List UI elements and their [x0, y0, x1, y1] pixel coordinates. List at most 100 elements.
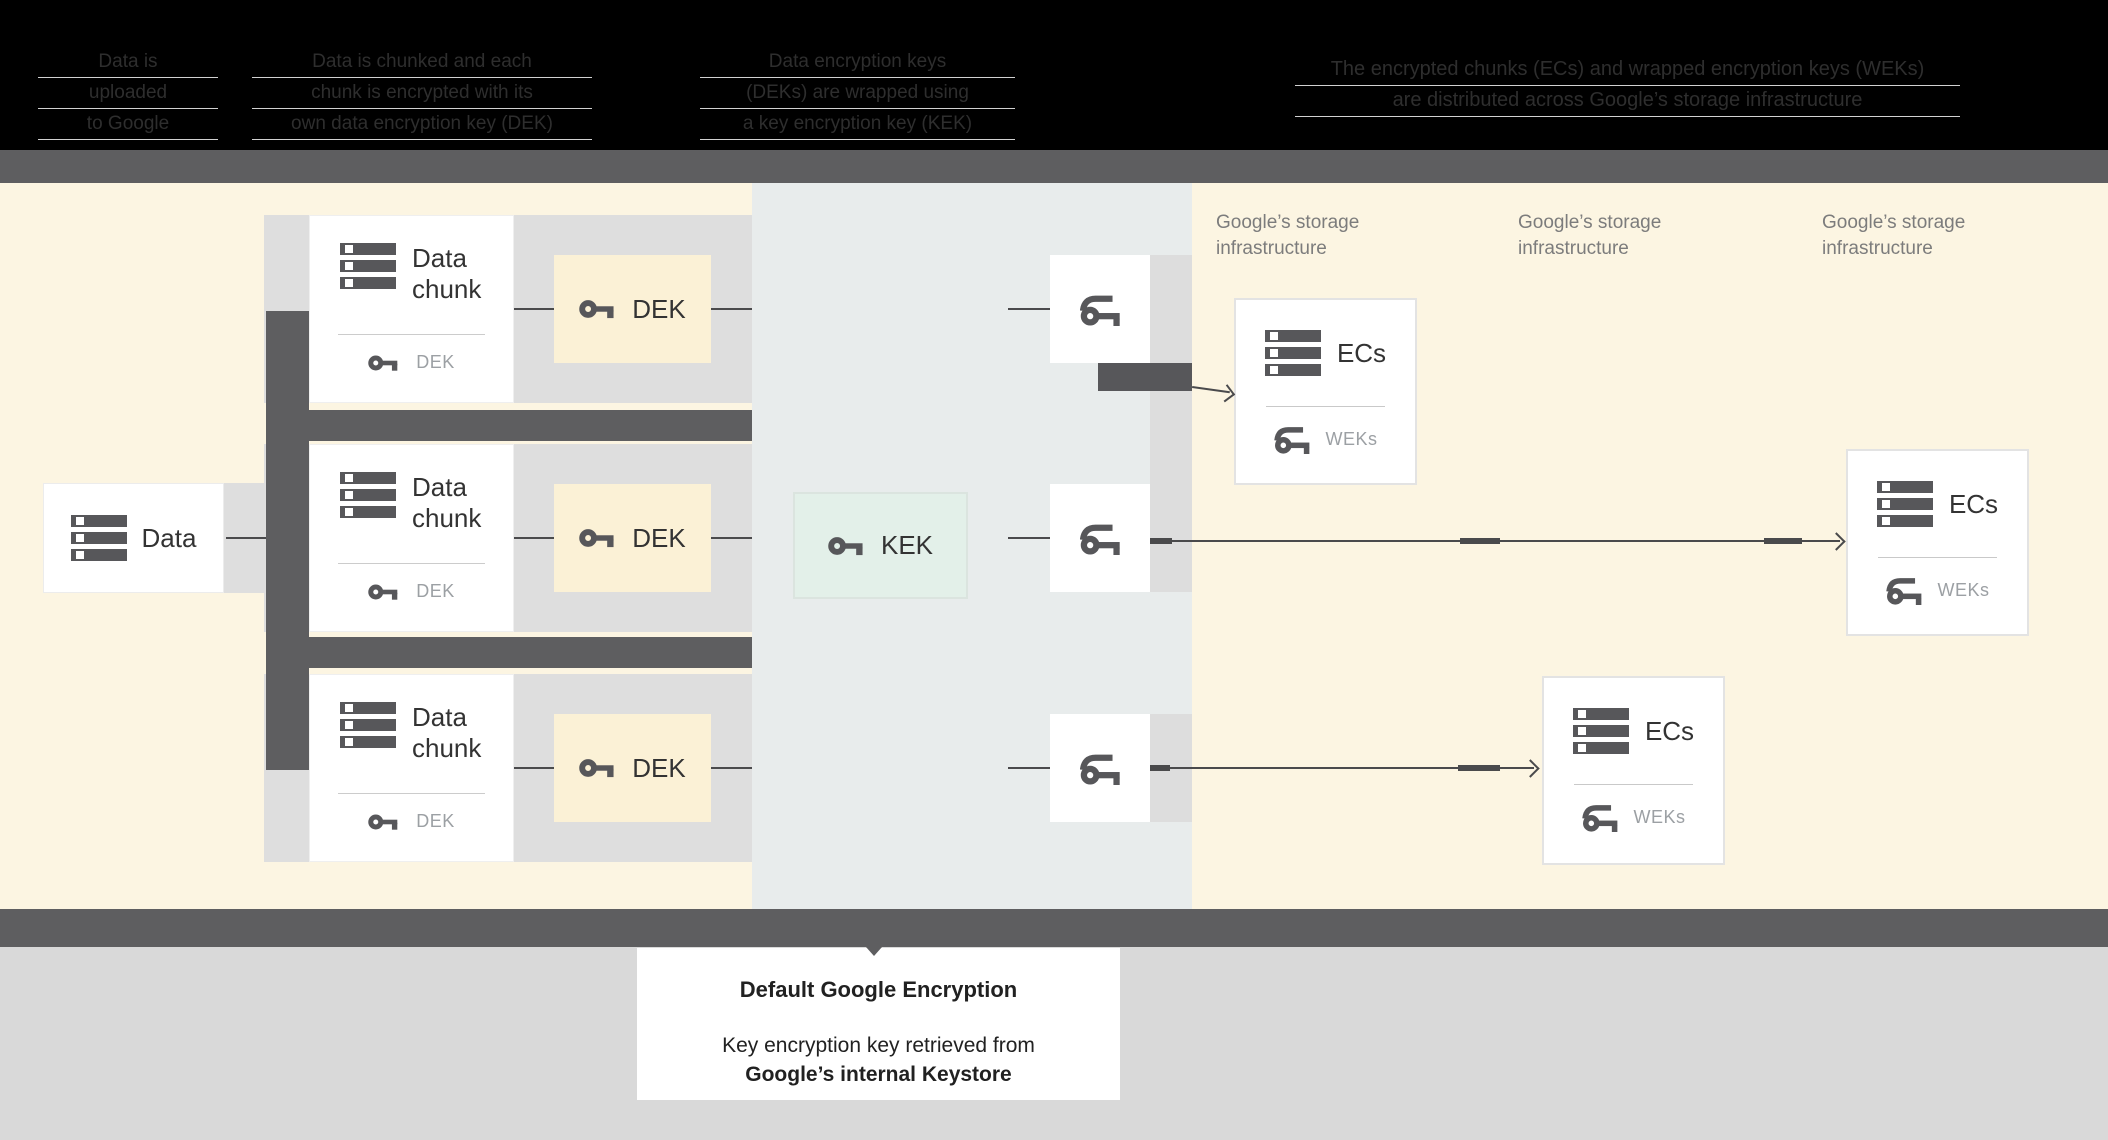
key-icon — [368, 355, 398, 371]
storage-label-line-1: Google’s storage — [1518, 212, 1662, 233]
line-dek1-out — [711, 308, 752, 310]
ecs-box: ECs WEKs — [1846, 449, 2029, 636]
divider-line — [1878, 557, 1997, 558]
weks-label: WEKs — [1633, 806, 1686, 827]
data-box: Data — [43, 483, 224, 593]
header-step-4-line-1: The encrypted chunks (ECs) and wrapped e… — [1295, 55, 1960, 86]
header-step-2: Data is chunked and each chunk is encryp… — [252, 47, 592, 140]
weks-label: WEKs — [1325, 428, 1378, 449]
wrapped-key-box — [1050, 484, 1150, 592]
data-chunk-box: Data chunk DEK — [309, 444, 514, 632]
line-chunk3-to-dek3 — [514, 767, 554, 769]
data-chunk-title: Data chunk — [412, 702, 482, 763]
header-step-2-line-1: Data is chunked and each — [252, 47, 592, 78]
storage-label-line-1: Google’s storage — [1822, 212, 1966, 233]
wrapped-key-icon — [1582, 805, 1618, 832]
ecs-box: ECs WEKs — [1234, 298, 1417, 485]
wek-flow-bar-row-1 — [1098, 363, 1192, 391]
storage-infrastructure-label-1: Google’s storage infrastructure — [1216, 210, 1359, 262]
caption-title: Default Google Encryption — [739, 977, 1018, 1002]
line-chunk2-to-dek2 — [514, 537, 554, 539]
chunk-tree-branch-2 — [266, 637, 752, 668]
arrow-thick-segment — [1150, 538, 1172, 544]
wrapped-key-icon — [1886, 578, 1922, 605]
key-icon — [368, 814, 398, 830]
wrapped-key-icon — [1274, 427, 1310, 454]
header-band: Data is uploaded to Google Data is chunk… — [0, 0, 2108, 150]
chunk-key-label: DEK — [416, 581, 455, 601]
arrow-thick-segment — [1460, 538, 1500, 544]
storage-label-line-1: Google’s storage — [1216, 212, 1360, 233]
storage-icon — [340, 243, 396, 289]
dek-box: DEK — [554, 714, 711, 822]
kek-box: KEK — [793, 492, 968, 599]
divider-line — [338, 334, 485, 335]
wrapped-key-icon — [1080, 754, 1120, 785]
ecs-label: ECs — [1644, 715, 1695, 746]
divider-line — [338, 793, 485, 794]
line-into-wrapped-key-3 — [1008, 767, 1050, 769]
header-step-3-line-2: (DEKs) are wrapped using — [700, 78, 1015, 109]
ecs-label: ECs — [1336, 337, 1387, 368]
divider-line — [338, 563, 485, 564]
arrow-thick-segment — [1458, 765, 1500, 771]
data-chunk-title: Data chunk — [412, 472, 482, 533]
chunk-tree-trunk — [266, 311, 309, 770]
wrapped-key-icon — [1080, 295, 1120, 326]
divider-line — [1574, 784, 1693, 785]
wrapped-key-box — [1050, 255, 1150, 363]
data-chunk-title: Data chunk — [412, 243, 482, 304]
storage-icon — [1876, 481, 1933, 527]
weks-label: WEKs — [1937, 579, 1990, 600]
dek-label: DEK — [632, 752, 686, 783]
ecs-label: ECs — [1948, 488, 1999, 519]
header-step-4-line-2: are distributed across Google’s storage … — [1295, 86, 1960, 117]
divider-band-top — [0, 150, 2108, 183]
line-into-wrapped-key-1 — [1008, 308, 1050, 310]
line-dek2-out — [711, 537, 752, 539]
key-icon — [579, 300, 614, 319]
data-box-label: Data — [141, 522, 197, 553]
dek-box: DEK — [554, 484, 711, 592]
header-step-1-line-1: Data is — [38, 47, 218, 78]
line-chunk1-to-dek1 — [514, 308, 554, 310]
header-step-1-line-3: to Google — [38, 109, 218, 140]
divider-line — [1266, 406, 1385, 407]
chunk-key-label: DEK — [416, 352, 455, 372]
line-data-to-trunk — [226, 537, 266, 539]
header-step-2-line-3: own data encryption key (DEK) — [252, 109, 592, 140]
key-icon — [828, 536, 863, 555]
key-icon — [579, 759, 614, 778]
caption-line-1: Key encryption key retrieved from — [722, 1034, 1035, 1057]
kek-label: KEK — [880, 530, 934, 560]
data-chunk-box: Data chunk DEK — [309, 674, 514, 862]
storage-icon — [1572, 708, 1629, 754]
header-step-1-line-2: uploaded — [38, 78, 218, 109]
line-dek3-out — [711, 767, 752, 769]
header-step-2-line-2: chunk is encrypted with its — [252, 78, 592, 109]
arrow-head-icon — [1217, 383, 1236, 402]
chunk-tree-branch-1 — [266, 410, 752, 441]
storage-icon — [340, 702, 396, 748]
data-chunk-box: Data chunk DEK — [309, 215, 514, 403]
header-step-3-line-1: Data encryption keys — [700, 47, 1015, 78]
dek-label: DEK — [632, 293, 686, 324]
caption-box: Default Google Encryption Key encryption… — [637, 948, 1120, 1100]
storage-label-line-2: infrastructure — [1518, 238, 1629, 259]
storage-icon — [70, 515, 127, 561]
dek-box: DEK — [554, 255, 711, 363]
storage-infrastructure-label-3: Google’s storage infrastructure — [1822, 210, 1965, 262]
header-step-1: Data is uploaded to Google — [38, 47, 218, 140]
header-step-3-line-3: a key encryption key (KEK) — [700, 109, 1015, 140]
storage-label-line-2: infrastructure — [1822, 238, 1933, 259]
header-step-4: The encrypted chunks (ECs) and wrapped e… — [1295, 55, 1960, 117]
dek-label: DEK — [632, 522, 686, 553]
key-icon — [368, 584, 398, 600]
storage-icon — [340, 472, 396, 518]
arrow-thick-segment — [1764, 538, 1802, 544]
chunk-key-label: DEK — [416, 811, 455, 831]
ecs-box: ECs WEKs — [1542, 676, 1725, 865]
storage-icon — [1264, 330, 1321, 376]
divider-band-bottom — [0, 909, 2108, 947]
